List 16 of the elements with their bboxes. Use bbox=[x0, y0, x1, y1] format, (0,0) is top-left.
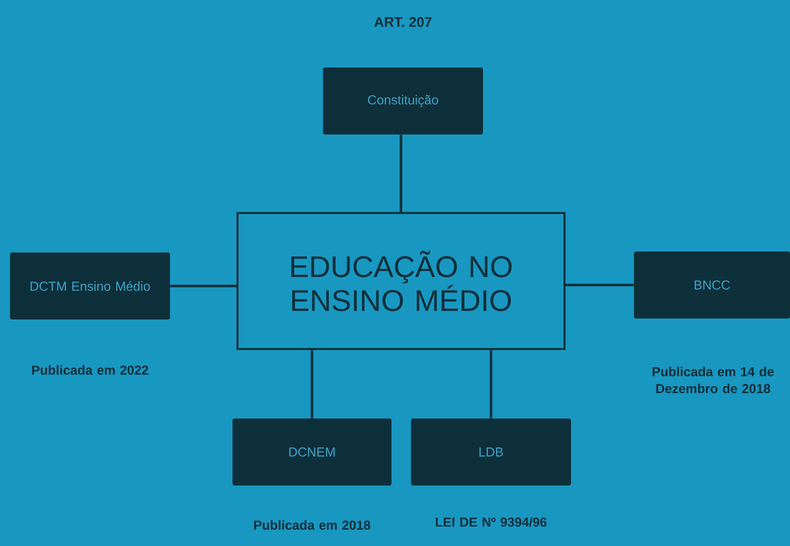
connector-line bbox=[490, 350, 492, 418]
process-box: BNCC bbox=[634, 252, 790, 318]
caption-text: Publicada em 2018 bbox=[254, 520, 370, 530]
process-box: Constituição bbox=[323, 68, 483, 134]
title: ART. 207 bbox=[374, 17, 432, 27]
connector-line bbox=[310, 350, 314, 418]
connector-line bbox=[400, 134, 402, 212]
central-box: EDUCAÇÃO NO ENSINO MÉDIO bbox=[236, 212, 566, 350]
connector-line bbox=[170, 284, 236, 288]
process-box: DCNEM bbox=[232, 418, 392, 486]
caption-text: Publicada em 14 de Dezembro de 2018 bbox=[652, 366, 774, 394]
caption-text: Publicada em 2022 bbox=[32, 365, 148, 375]
connector-line bbox=[566, 284, 634, 286]
process-box: LDB bbox=[411, 418, 571, 486]
process-box: DCTM Ensino Médio bbox=[10, 252, 170, 320]
caption-text: LEI DE Nº 9394/96 bbox=[436, 517, 546, 527]
